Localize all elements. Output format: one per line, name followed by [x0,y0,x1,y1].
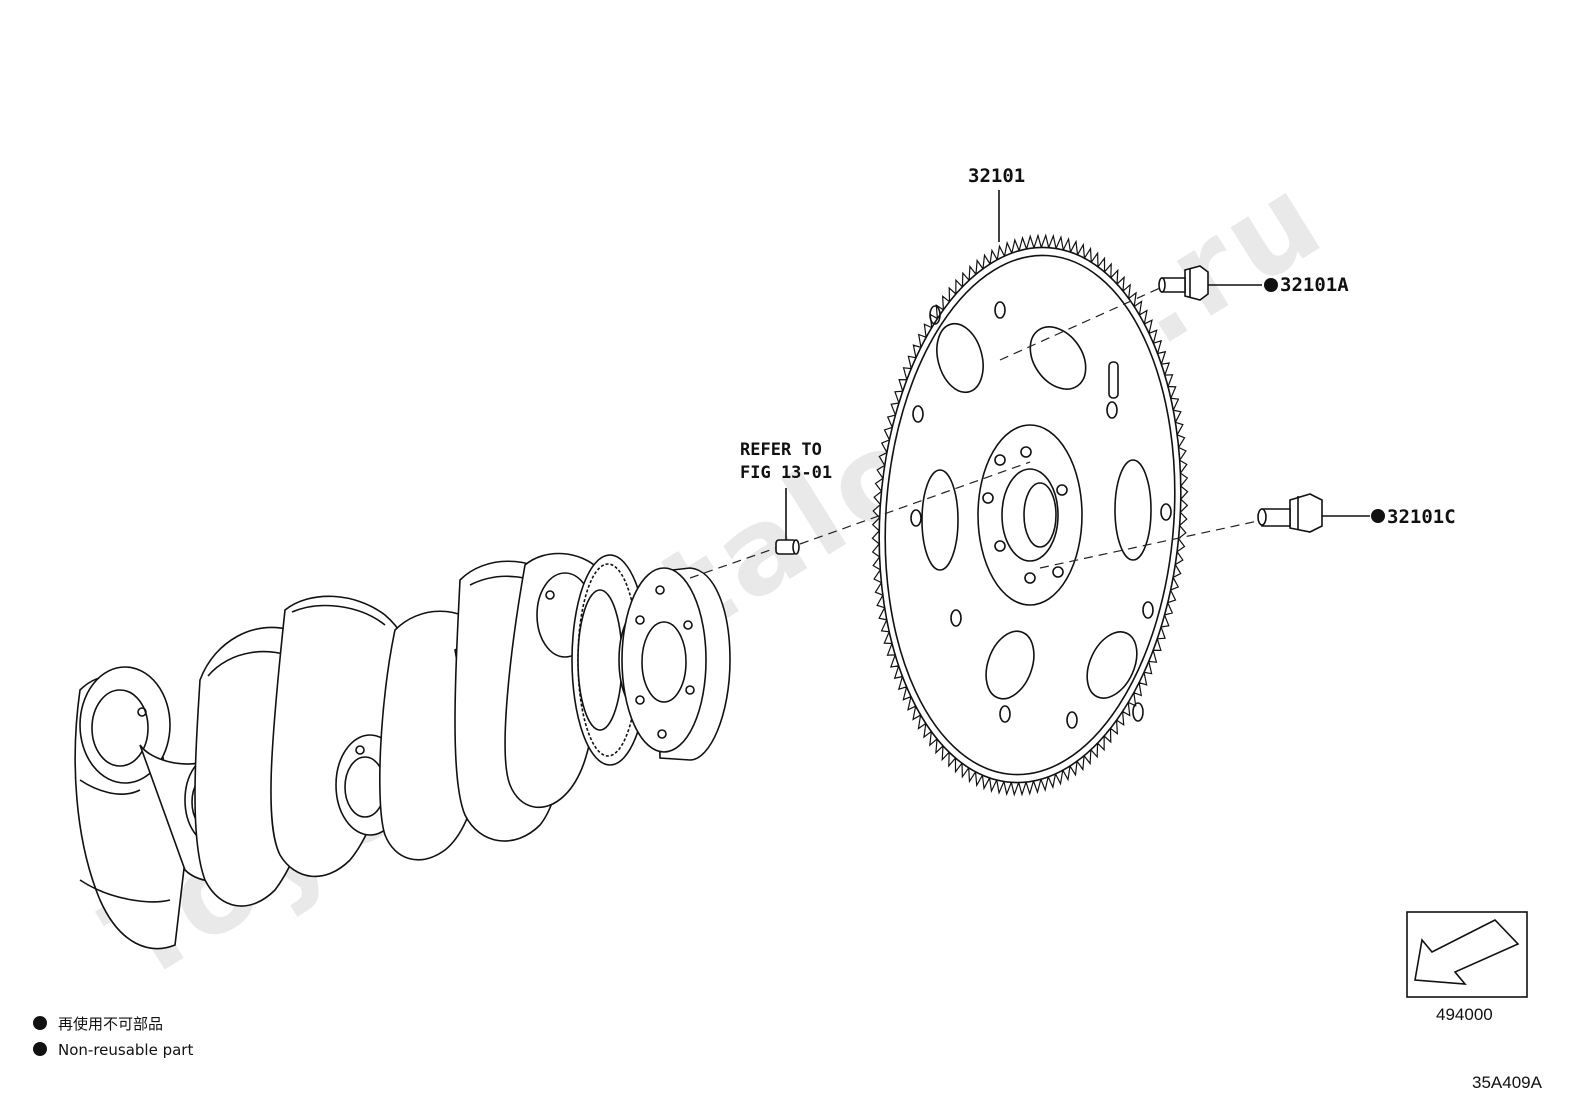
legend-marker-en [33,1042,47,1056]
drive-plate [871,233,1189,797]
refer-note-line2[interactable]: FIG 13-01 [740,463,832,483]
legend-marker-jp [33,1016,47,1030]
nav-box-code[interactable]: 494000 [1436,1005,1493,1024]
bolt-32101a [1158,265,1209,301]
crankshaft [74,552,672,950]
assembly-lines [689,287,1259,579]
navigation-box[interactable] [1406,911,1528,998]
figure-code: 35A409A [1472,1073,1543,1092]
callout-32101c[interactable]: 32101C [1387,506,1456,528]
bolt-32101c [1257,493,1323,533]
callout-32101a[interactable]: 32101A [1280,274,1349,296]
crankshaft-flange [621,567,731,761]
refer-note-line1[interactable]: REFER TO [740,440,822,460]
non-reusable-marker-c [1371,509,1385,523]
dowel-pin [775,539,800,555]
arrow-down-left-icon [1414,919,1520,985]
non-reusable-marker-a [1264,278,1278,292]
legend-en: Non-reusable part [58,1041,193,1059]
callout-32101[interactable]: 32101 [968,165,1025,187]
legend-jp: 再使用不可部品 [58,1015,163,1033]
